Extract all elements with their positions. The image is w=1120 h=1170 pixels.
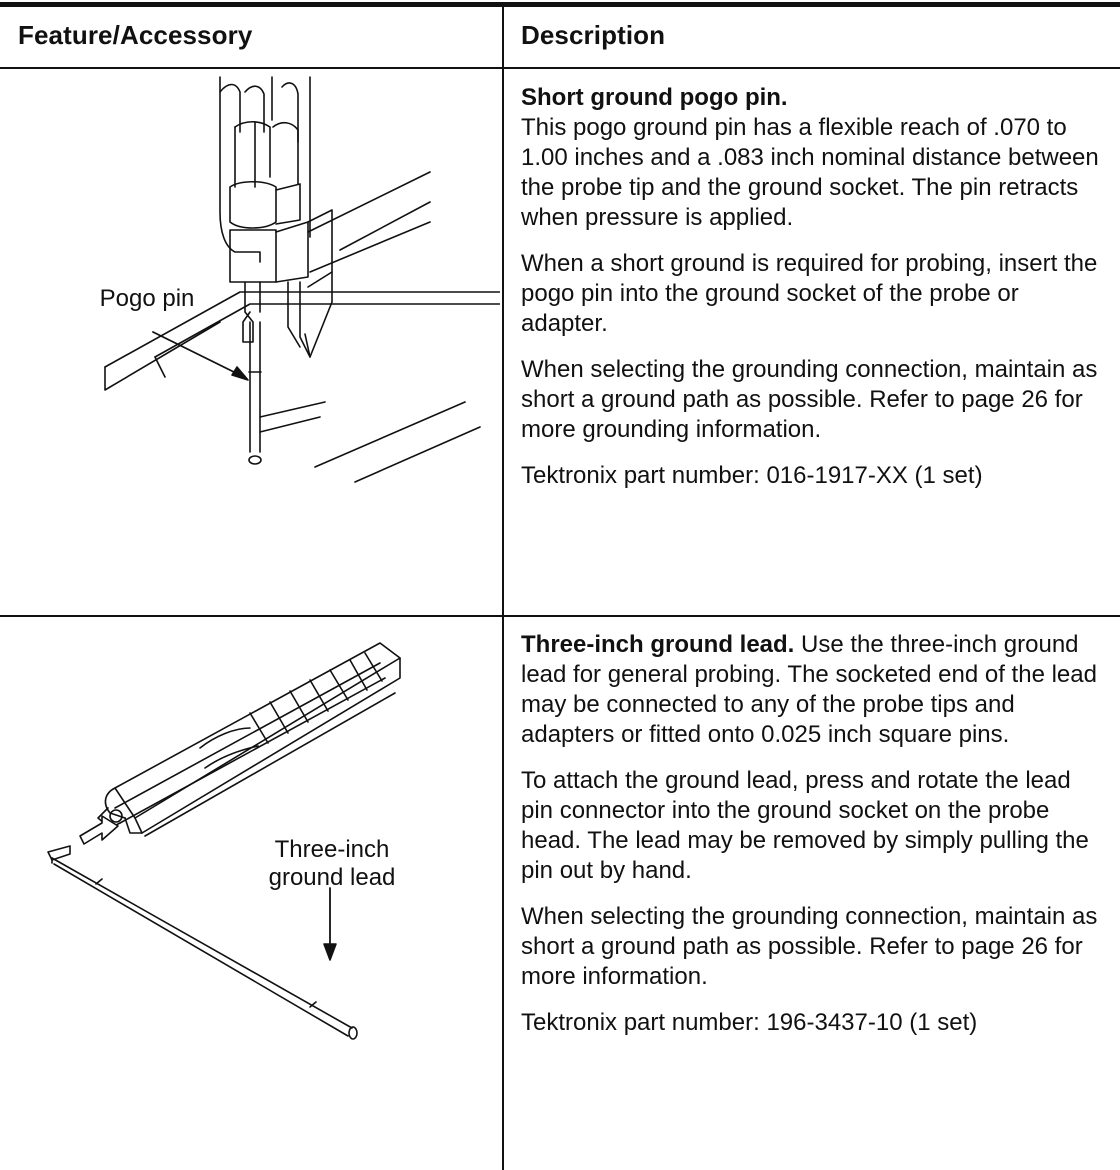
table-column-divider	[502, 6, 504, 1170]
table-row-divider	[0, 615, 1120, 617]
ground-lead-callout: Three-inch ground lead	[232, 836, 432, 892]
row-1-paragraph-2: When a short ground is required for prob…	[521, 250, 1098, 337]
table-top-rule	[0, 2, 1120, 7]
row-1-paragraph-3: When selecting the grounding connection,…	[521, 356, 1098, 443]
pogo-pin-illustration	[60, 72, 500, 492]
row-2-paragraph-1: To attach the ground lead, press and rot…	[521, 767, 1089, 884]
row-2-paragraph-2: When selecting the grounding connection,…	[521, 903, 1098, 990]
row-2-intro-text: Use the three-inch ground lead for gener…	[521, 631, 1097, 748]
ground-lead-callout-line-2: ground lead	[268, 864, 396, 891]
row-1-description: Short ground pogo pin. This pogo ground …	[521, 83, 1103, 491]
ground-lead-illustration	[40, 618, 500, 1098]
row-2-part-number: Tektronix part number: 196-3437-10 (1 se…	[521, 1009, 978, 1036]
row-1-part-number: Tektronix part number: 016-1917-XX (1 se…	[521, 462, 983, 489]
header-description: Description	[521, 20, 666, 50]
row-1-title: Short ground pogo pin.	[521, 84, 788, 111]
row-2-title: Three-inch ground lead.	[521, 631, 795, 658]
table-header-rule	[0, 67, 1120, 69]
row-2-description: Three-inch ground lead. Use the three-in…	[521, 630, 1103, 1038]
row-2-intro: Three-inch ground lead. Use the three-in…	[521, 630, 1103, 750]
header-feature-accessory: Feature/Accessory	[18, 20, 253, 50]
ground-lead-callout-line-1: Three-inch	[274, 836, 390, 863]
pogo-pin-callout: Pogo pin	[99, 285, 195, 312]
row-1-paragraph-1: This pogo ground pin has a flexible reac…	[521, 114, 1099, 231]
